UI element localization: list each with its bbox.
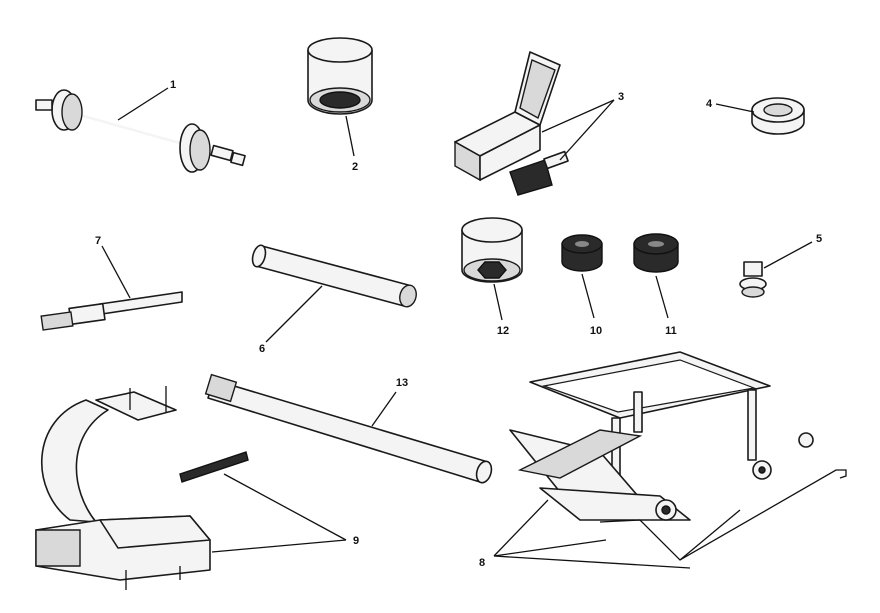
part-10-bush xyxy=(561,234,603,272)
part-9-support-stand xyxy=(35,386,249,590)
leader-10 xyxy=(581,273,595,319)
part-4-ring-nut xyxy=(751,97,805,135)
part-6-roller-pin xyxy=(251,244,417,308)
leader-11 xyxy=(655,275,669,319)
leader-13 xyxy=(371,391,397,427)
leader-7 xyxy=(101,245,131,299)
leader-3a xyxy=(541,99,615,133)
callout-13: 13 xyxy=(396,377,408,389)
callout-8: 8 xyxy=(479,557,485,569)
part-13-long-bar xyxy=(204,373,493,484)
callout-4: 4 xyxy=(706,98,713,110)
part-8-lift-jack xyxy=(509,351,847,561)
callout-10: 10 xyxy=(590,325,602,337)
leader-8b xyxy=(493,539,607,557)
callout-1: 1 xyxy=(170,79,176,91)
callout-2: 2 xyxy=(352,161,358,173)
leader-8c xyxy=(493,555,691,569)
leader-9a xyxy=(223,473,347,541)
leader-3b xyxy=(559,99,615,161)
part-11-bush xyxy=(633,233,679,273)
part-12-hex-socket xyxy=(461,217,523,283)
leader-8a xyxy=(493,499,549,557)
part-2-socket-cup xyxy=(307,37,373,115)
callout-5: 5 xyxy=(816,233,822,245)
part-5-fitting xyxy=(739,261,767,298)
leader-12 xyxy=(493,283,503,321)
leader-5 xyxy=(763,241,813,269)
leader-9b xyxy=(211,539,347,553)
callout-7: 7 xyxy=(95,235,101,247)
leader-2 xyxy=(345,115,355,157)
callout-12: 12 xyxy=(497,325,509,337)
callout-11: 11 xyxy=(665,325,677,337)
callout-6: 6 xyxy=(259,343,265,355)
part-3-timing-box xyxy=(454,51,569,196)
leader-4 xyxy=(715,103,755,113)
leader-6 xyxy=(265,285,323,343)
callout-9: 9 xyxy=(353,535,359,547)
part-1-bearing-puller xyxy=(35,89,246,173)
part-7-extractor-rod xyxy=(40,291,183,331)
leader-1 xyxy=(117,87,169,121)
callout-3: 3 xyxy=(618,91,624,103)
